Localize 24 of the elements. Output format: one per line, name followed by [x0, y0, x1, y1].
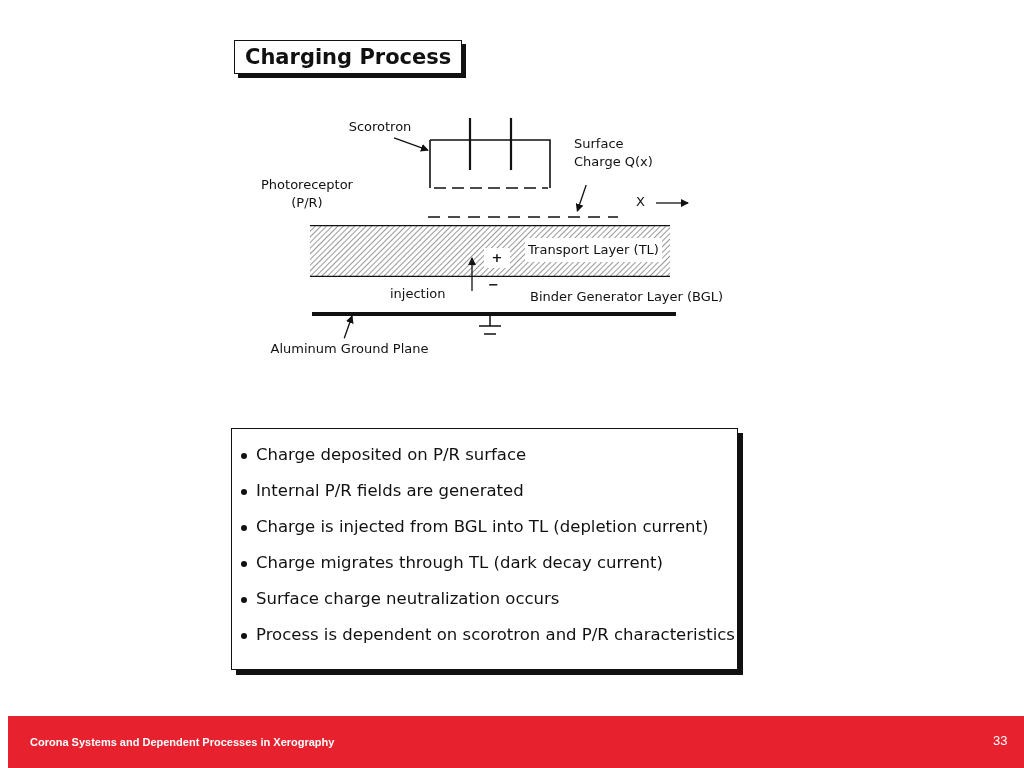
axis-label: X — [636, 193, 645, 211]
part-label: Surface Charge Q(x) — [574, 135, 658, 171]
leader-line — [343, 315, 354, 339]
bullet-text: Surface charge neutralization occurs — [256, 588, 560, 610]
leader-line — [393, 137, 429, 152]
bullet-text: Charge deposited on P/R surface — [256, 444, 527, 466]
part-label: Binder Generator Layer (BGL) — [530, 288, 724, 306]
footer-text: Corona Systems and Dependent Processes in Xerography — [30, 735, 335, 750]
part-label: Scorotron — [340, 118, 420, 136]
scorotron-drawing — [426, 116, 554, 192]
part-label: injection — [390, 285, 446, 303]
layer-label: Transport Layer (TL) — [525, 238, 662, 262]
part-label: Aluminum Ground Plane — [262, 340, 437, 358]
charge-label: + — [484, 248, 510, 268]
page-number: 33 — [993, 732, 1008, 750]
bullet-text: Charge is injected from BGL into TL (depletion current) — [256, 516, 709, 538]
charge-label: − — [488, 276, 499, 294]
part-label: Photoreceptor (P/R) — [260, 176, 354, 212]
ground-plane-bar — [312, 312, 676, 316]
bullet-text: Internal P/R fields are generated — [256, 480, 524, 502]
bullet-text: Process is dependent on scorotron and P/R characteristics — [256, 624, 735, 646]
hatched-layer — [310, 225, 670, 277]
leader-line — [575, 184, 587, 212]
bullet-text: Charge migrates through TL (dark decay current) — [256, 552, 663, 574]
